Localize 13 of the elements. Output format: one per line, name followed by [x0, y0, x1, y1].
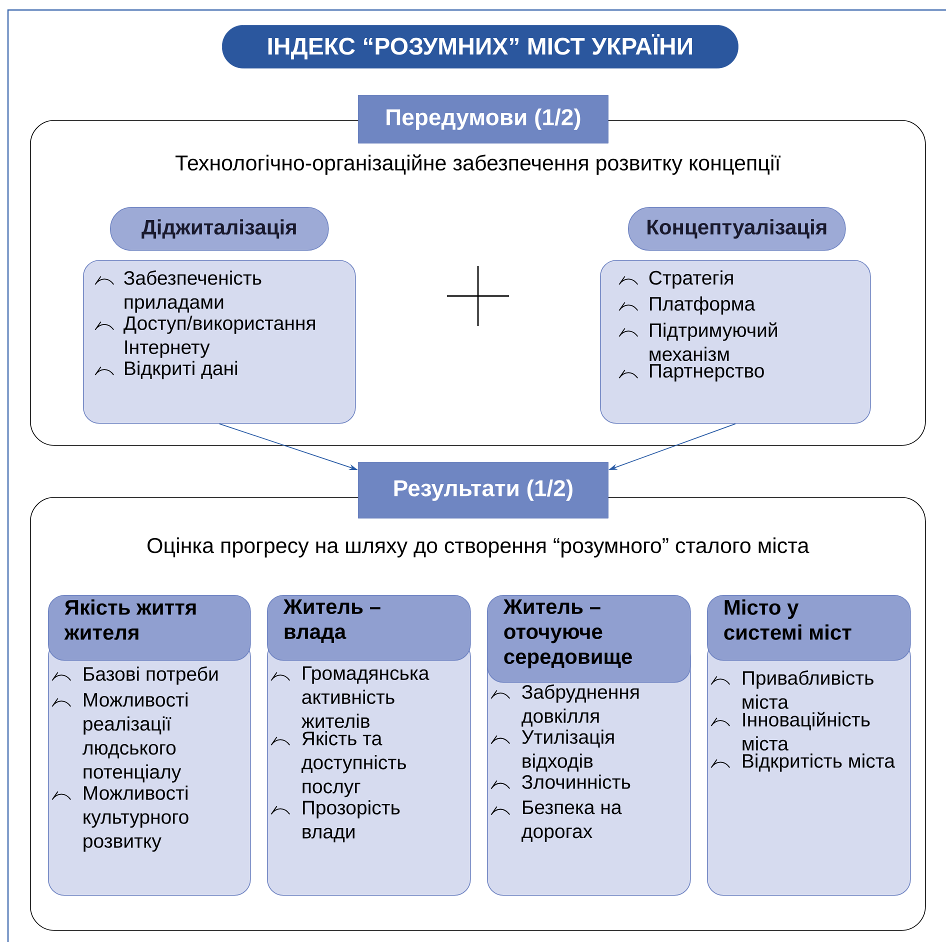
checklist-box: Забезпеченість приладами Доступ/використання Інтернету Відкриті дані [83, 260, 356, 424]
category-pill: Концептуалізація [628, 207, 846, 251]
section-tab: Результати (1/2) [358, 462, 608, 518]
card-header: Житель – влада [267, 595, 471, 661]
card-header: Якість життя жителя [48, 595, 251, 661]
checklist-box: Стратегія Платформа Підтримуючий механізм Партнерство [600, 260, 871, 424]
category-pill: Діджиталізація [110, 207, 329, 251]
card-header: Місто у системі міст [707, 595, 911, 661]
card-header: Житель – оточуюче середовище [487, 595, 691, 683]
section-tab: Передумови (1/2) [358, 95, 608, 144]
title-banner: ІНДЕКС “РОЗУМНИХ” МІСТ УКРАЇНИ [222, 25, 738, 68]
checklist-box: Привабливість міста Інноваційність міста Відкритість міста [707, 640, 911, 896]
checklist-box: Базові потреби Можливості реалізації людського потенціалу Можливості культурного розвитку [48, 640, 251, 896]
